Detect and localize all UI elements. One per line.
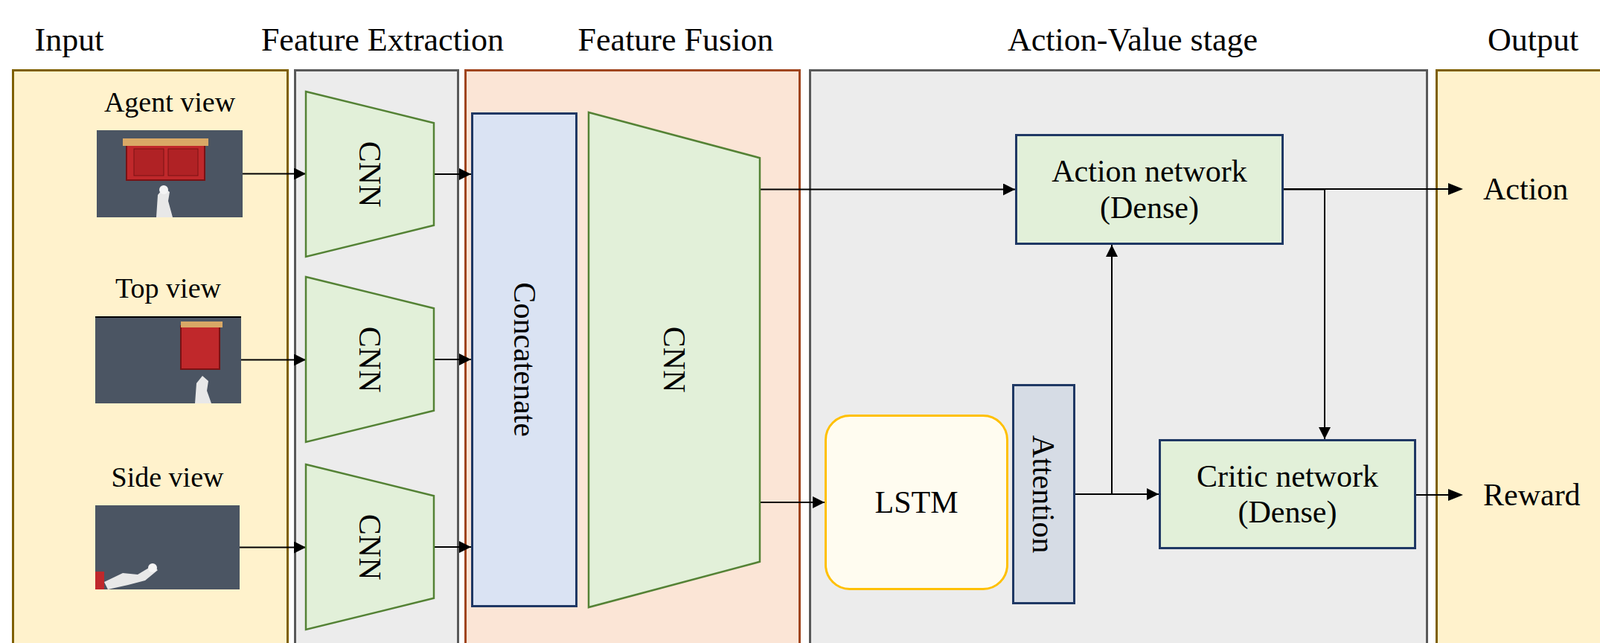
block-label: CNN: [641, 341, 708, 378]
stage-heading: Agent view: [104, 87, 236, 119]
block-label: Attention: [984, 476, 1103, 512]
block-label: Concatenate: [447, 341, 603, 378]
connector-arrow: [241, 359, 306, 361]
connector-arrow: [759, 189, 1016, 191]
stage-heading: Top view: [115, 273, 222, 305]
dense-box: Action network (Dense): [1015, 133, 1284, 245]
agent-view-image: [96, 130, 243, 218]
stage-heading: Feature Extraction: [261, 22, 504, 59]
block-label: CNN: [337, 529, 404, 565]
block-label: CNN: [337, 156, 404, 192]
block-label: Action network (Dense): [1024, 153, 1275, 226]
output-arrows: [1283, 183, 1464, 501]
connector-arrow: [239, 546, 306, 549]
concat-box: Concatenate: [471, 112, 578, 608]
connector-arrow: [433, 173, 472, 175]
stage-heading: Action-Value stage: [1007, 22, 1258, 59]
stage-heading: Output: [1487, 22, 1579, 59]
stage-panel: Feature ExtractionCNNCNNCNN: [293, 69, 460, 643]
output-label: Action: [1483, 171, 1568, 207]
dense-box: Critic network (Dense): [1158, 439, 1417, 550]
stage-panel: Feature FusionConcatenateCNN: [464, 69, 801, 643]
block-label: CNN: [337, 341, 404, 378]
cnn-block: CNN: [305, 464, 434, 630]
connector-arrow: [1075, 244, 1112, 495]
cnn-block: CNN: [588, 112, 760, 608]
output-label: Reward: [1483, 477, 1581, 512]
connector-arrow: [1283, 189, 1325, 440]
cnn-block: CNN: [305, 276, 434, 443]
block-label: Critic network (Dense): [1167, 458, 1408, 531]
stage-heading: Feature Fusion: [578, 22, 774, 59]
attention-box: Attention: [1012, 384, 1076, 605]
stage-heading: Input: [34, 22, 105, 59]
connector-arrow: [433, 358, 472, 361]
lstm-box: LSTM: [824, 414, 1009, 591]
cnn-block: CNN: [305, 91, 434, 257]
side-view-image: [95, 505, 240, 590]
stage-panel: Output: [1435, 69, 1600, 643]
block-label: LSTM: [874, 484, 958, 521]
connector-arrow: [242, 173, 306, 175]
stage-panel: Action-Value stageAction network (Dense)…: [808, 69, 1429, 643]
top-view-image: [95, 316, 242, 404]
connector-arrow: [759, 501, 825, 504]
connector-arrow: [433, 546, 472, 548]
stage-heading: Side view: [111, 462, 224, 494]
